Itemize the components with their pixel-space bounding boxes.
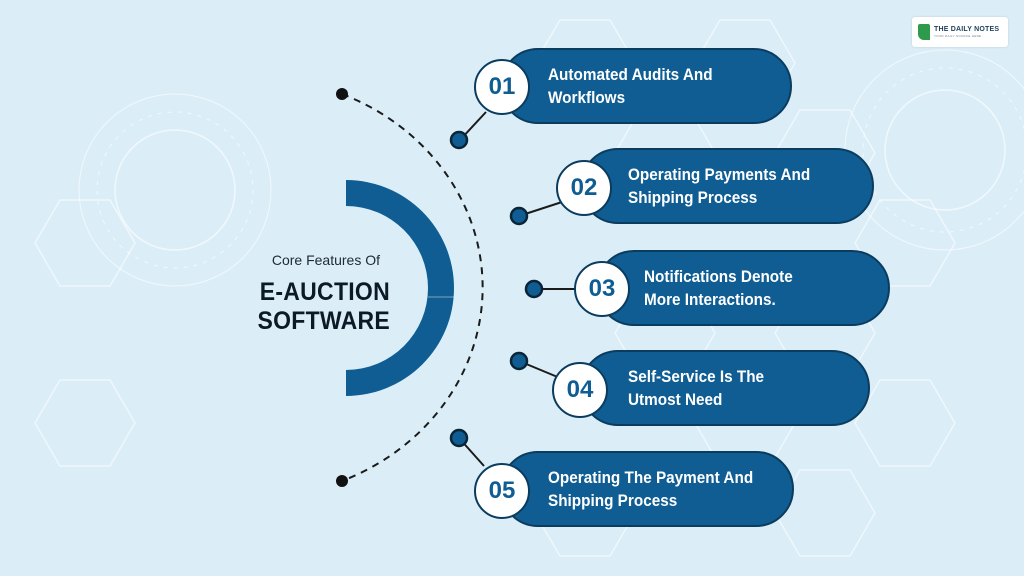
feature-number-05: 05 (474, 463, 530, 519)
arc-node-04 (509, 351, 529, 371)
feature-number-04: 04 (552, 362, 608, 418)
arc-node-02 (509, 206, 529, 226)
arc-node-03 (524, 279, 544, 299)
half-ring (346, 180, 454, 396)
feature-number-01: 01 (474, 59, 530, 115)
feature-number-02: 02 (556, 160, 612, 216)
logo-tagline: YOUR DAILY SOURCE HERE (934, 34, 982, 38)
heading-subtitle: Core Features Of (271, 252, 380, 268)
leaf-book-icon (918, 24, 930, 40)
dashed-arc (341, 93, 484, 482)
arc-node-05 (449, 428, 469, 448)
arc-node-01 (449, 130, 469, 150)
heading-title: E-AUCTION SOFTWARE (257, 278, 390, 335)
feature-number-03: 03 (574, 261, 630, 317)
arc-end-dot-bottom (336, 475, 348, 487)
brand-logo: THE DAILY NOTES YOUR DAILY SOURCE HERE (912, 17, 1008, 47)
arc-end-dot-top (336, 88, 348, 100)
logo-title: THE DAILY NOTES (934, 26, 1000, 33)
